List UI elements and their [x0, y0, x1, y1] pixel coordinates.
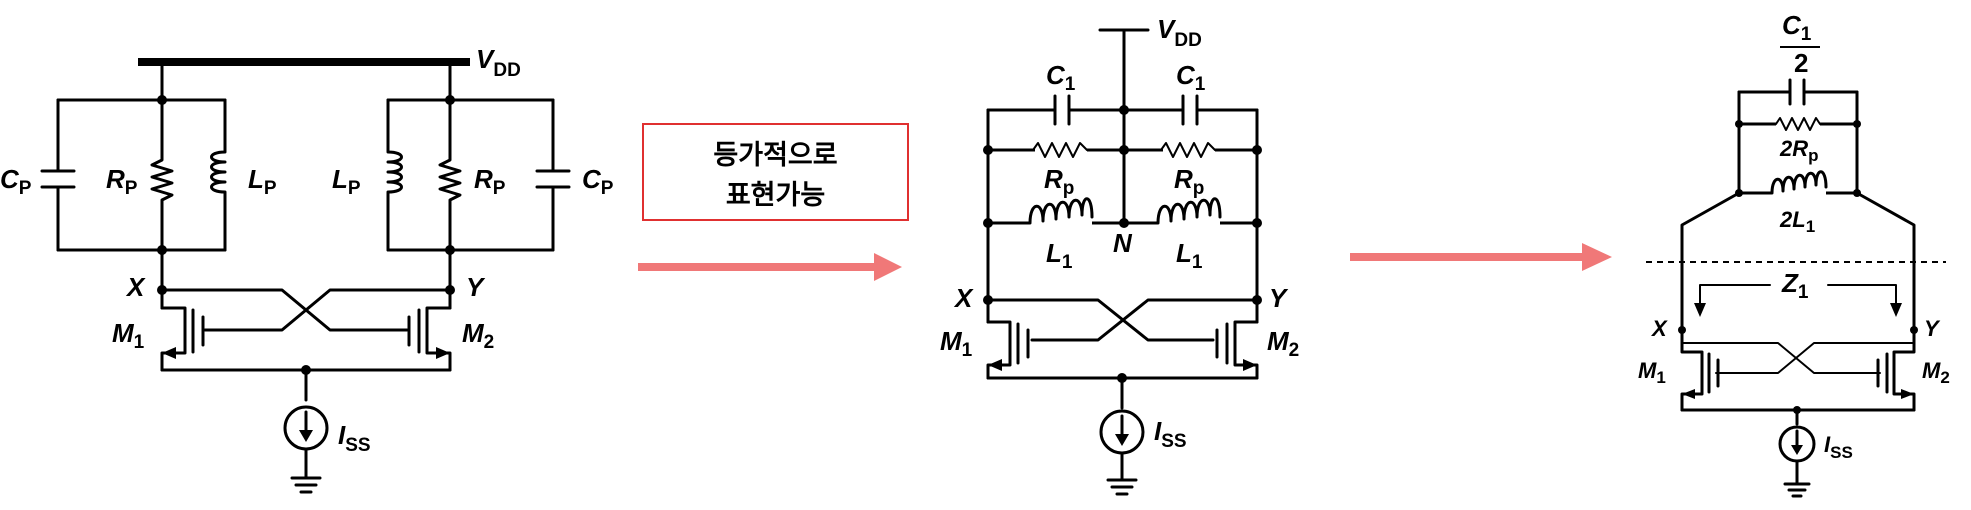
circuit-equivalent: VDD C1 C1 Rp Rp L1 [940, 14, 1299, 496]
c1-half-numerator: C1 [1782, 10, 1812, 45]
n-node-label: N [1113, 228, 1133, 258]
iss-label: ISS [338, 420, 371, 456]
x-node-label: X [125, 272, 146, 302]
cp-right-label: CP [582, 164, 614, 199]
l1-right-label: L1 [1176, 238, 1203, 273]
y-node-label: Y [466, 272, 486, 302]
equivalent-note: 등가적으로 표현가능 [642, 123, 909, 221]
y-node-label-2: Y [1269, 283, 1289, 313]
y-node-label-3: Y [1924, 316, 1941, 341]
rp-right-label: RP [474, 164, 506, 199]
x-node-label-3: X [1650, 316, 1668, 341]
rp-right-label-2: Rp [1174, 164, 1204, 199]
lp-left-label: LP [248, 164, 277, 199]
m2-label-2: M2 [1267, 326, 1299, 361]
lp-right-label: LP [332, 164, 361, 199]
c1-half-denominator: 2 [1794, 48, 1808, 78]
circuit-combined: C1 2 2Rp 2L1 Z1 X [1638, 10, 1950, 498]
vdd-label-2: VDD [1157, 14, 1202, 51]
m1-label: M1 [112, 318, 145, 353]
x-node-label-2: X [953, 283, 974, 313]
z1-label: Z1 [1781, 268, 1809, 303]
m2-label: M2 [462, 318, 494, 353]
c1-left-label: C1 [1046, 60, 1076, 95]
rp-left-label: RP [106, 164, 138, 199]
two-rp-label: 2Rp [1779, 136, 1819, 165]
rp-left-label-2: Rp [1044, 164, 1074, 199]
iss-label-3: ISS [1824, 432, 1853, 462]
circuit-original: VDD CP RP LP LP RP CP [0, 44, 614, 494]
arrow-right-icon [1350, 243, 1612, 271]
m2-label-3: M2 [1922, 358, 1950, 387]
l1-left-label: L1 [1046, 238, 1073, 273]
m1-label-2: M1 [940, 326, 973, 361]
vdd-label: VDD [476, 44, 521, 81]
note-line-1: 등가적으로 [713, 140, 837, 171]
c1-right-label: C1 [1176, 60, 1206, 95]
m1-label-3: M1 [1638, 358, 1666, 387]
arrow-right-icon [638, 253, 902, 281]
cp-left-label: CP [0, 164, 32, 199]
two-l1-label: 2L1 [1779, 207, 1815, 236]
note-line-2: 표현가능 [726, 180, 825, 211]
iss-label-2: ISS [1154, 416, 1187, 452]
